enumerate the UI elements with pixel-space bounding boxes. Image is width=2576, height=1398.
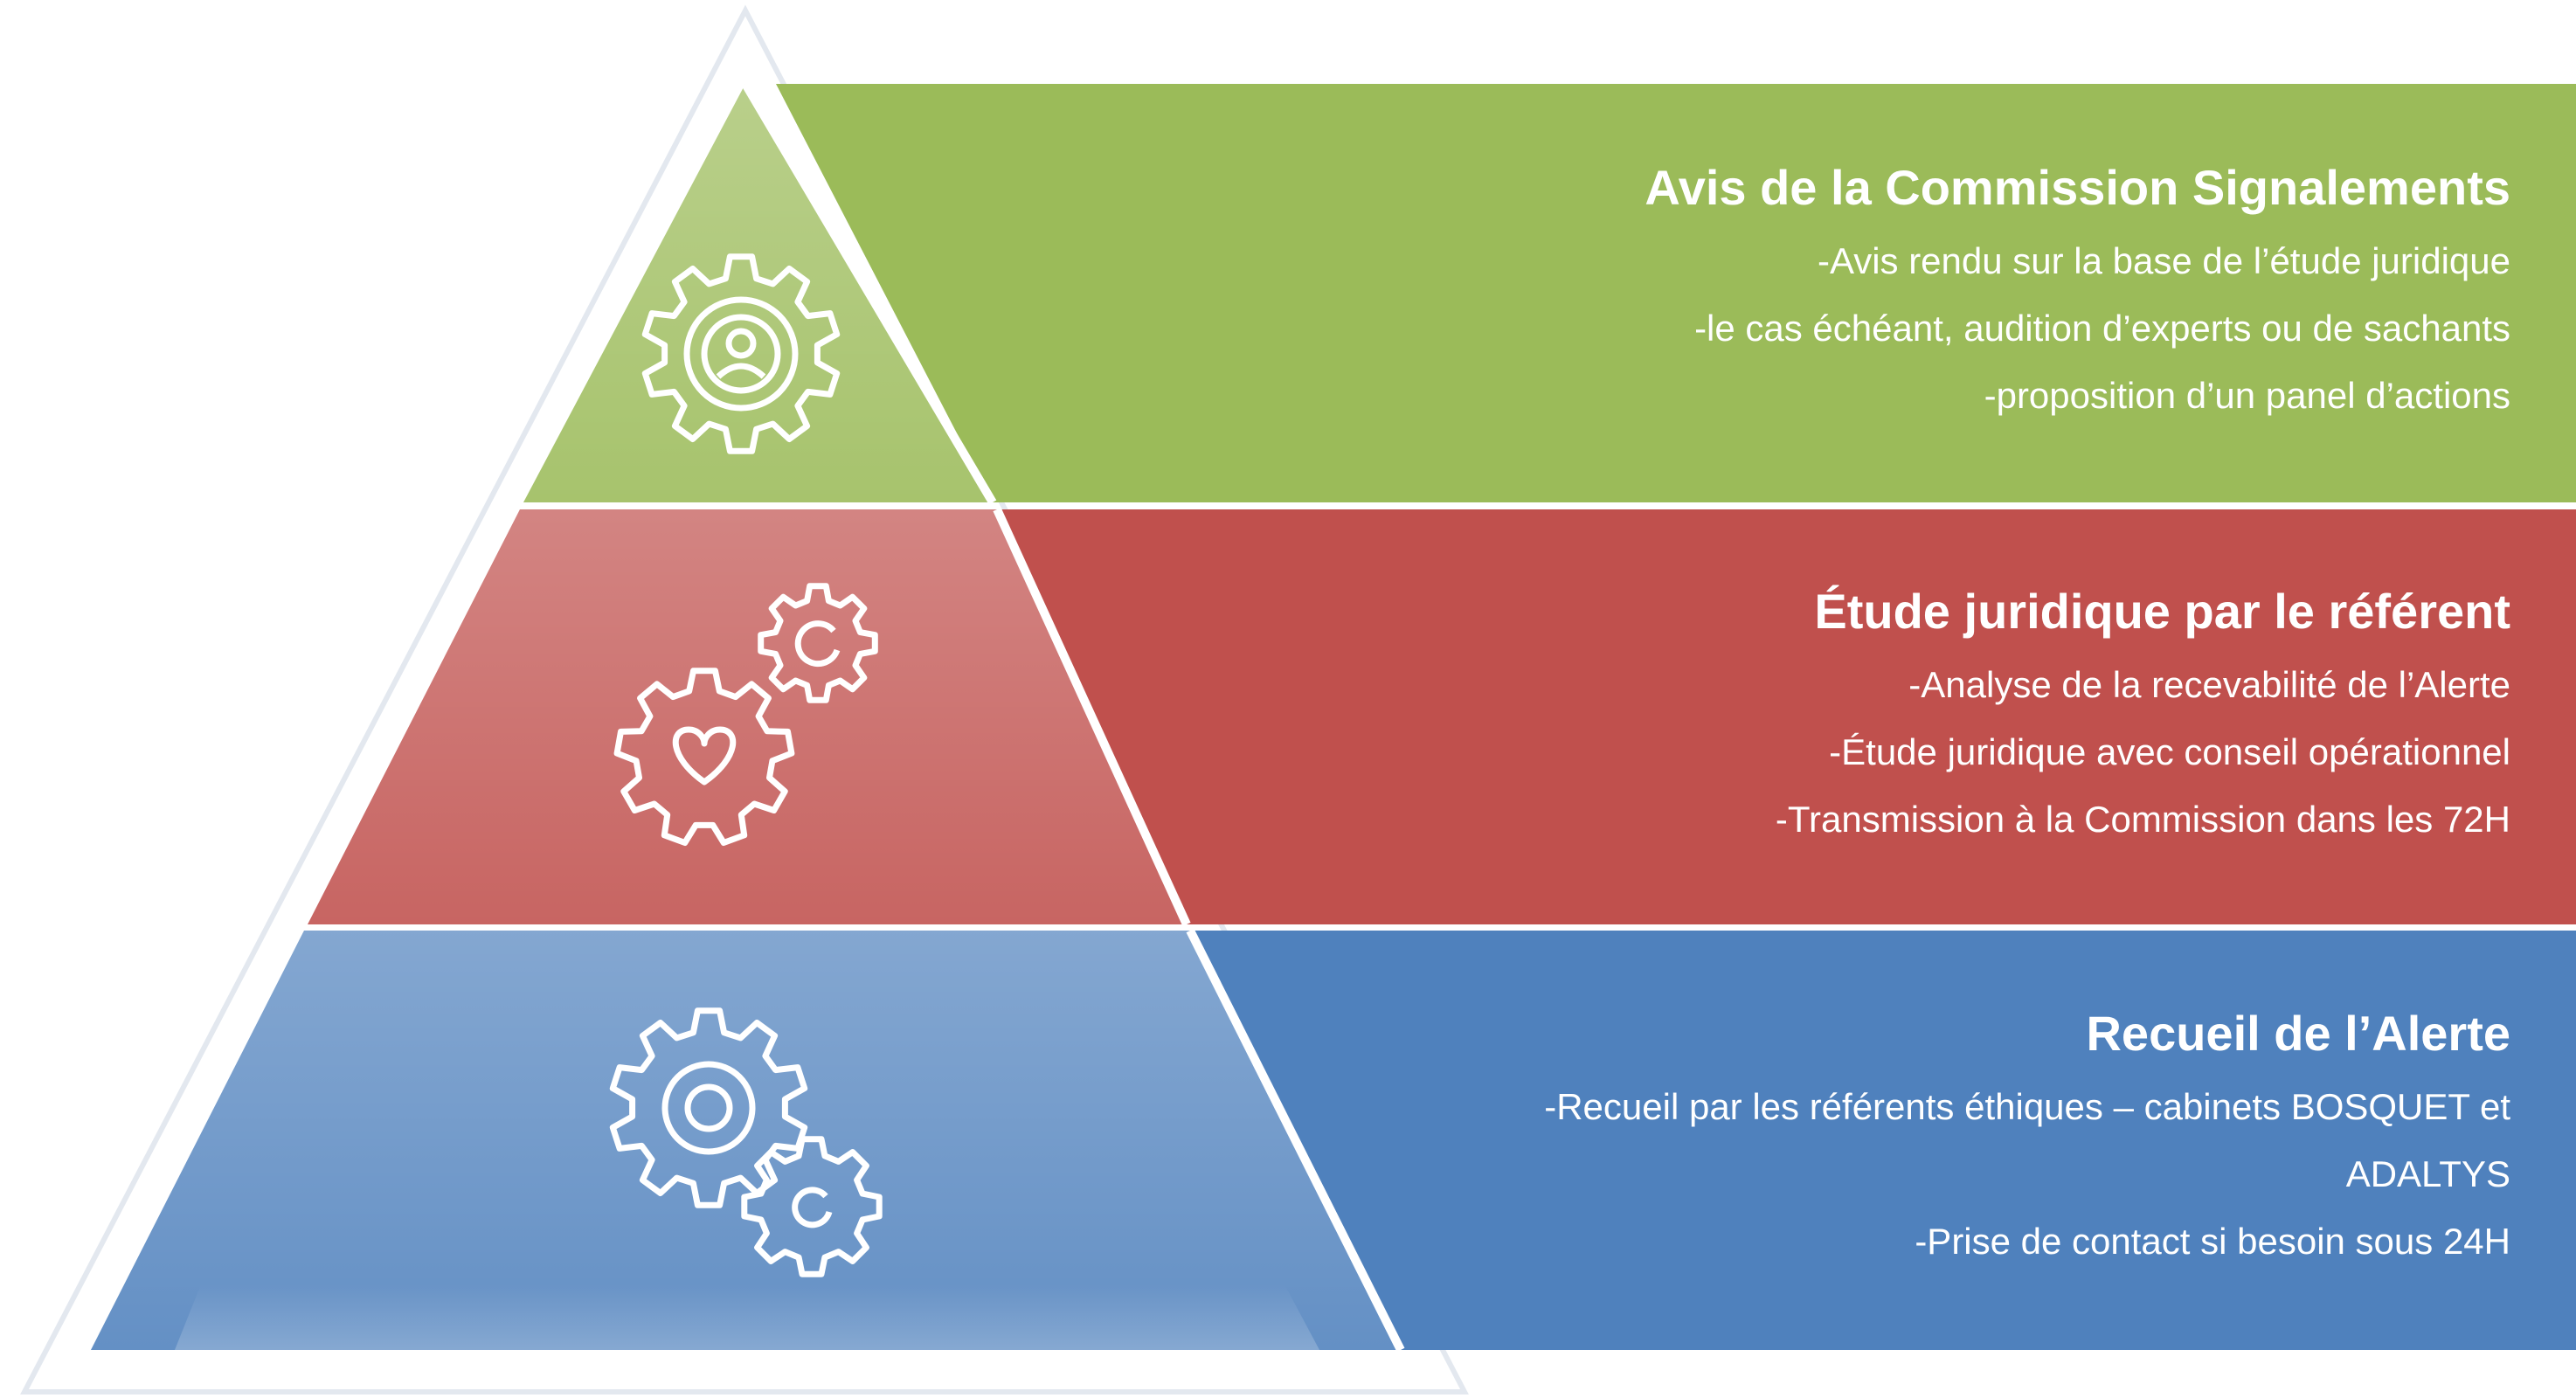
level-top-line-2: -le cas échéant, audition d’experts ou d… <box>1694 308 2510 349</box>
level-bottom-line-2: ADALTYS <box>2345 1153 2510 1194</box>
level-middle-text: Étude juridique par le référent -Analyse… <box>1776 581 2510 853</box>
gear-person-icon <box>641 253 841 454</box>
level-middle-title: Étude juridique par le référent <box>1814 584 2510 639</box>
band-top <box>776 84 2576 502</box>
level-middle-line-2: -Étude juridique avec conseil opérationn… <box>1829 731 2510 772</box>
level-top-title: Avis de la Commission Signalements <box>1645 160 2510 215</box>
level-bottom-text: Recueil de l’Alerte -Recueil par les réf… <box>1544 1003 2510 1275</box>
level-middle-line-3: -Transmission à la Commission dans les 7… <box>1775 799 2510 840</box>
level-bottom-title: Recueil de l’Alerte <box>2086 1006 2510 1061</box>
level-top-line-1: -Avis rendu sur la base de l’étude jurid… <box>1817 240 2510 281</box>
level-bottom-line-1: -Recueil par les référents éthiques – ca… <box>1544 1086 2510 1127</box>
level-top-line-3: -proposition d’un panel d’actions <box>1984 375 2510 416</box>
band-middle <box>523 509 2576 924</box>
gears-icon <box>609 1007 883 1277</box>
level-middle-line-1: -Analyse de la recevabilité de l’Alerte <box>1908 664 2510 705</box>
gear-heart-icon <box>613 583 878 846</box>
level-bottom-line-3: -Prise de contact si besoin sous 24H <box>1915 1221 2510 1262</box>
level-top-text: Avis de la Commission Signalements -Avis… <box>1645 157 2510 429</box>
